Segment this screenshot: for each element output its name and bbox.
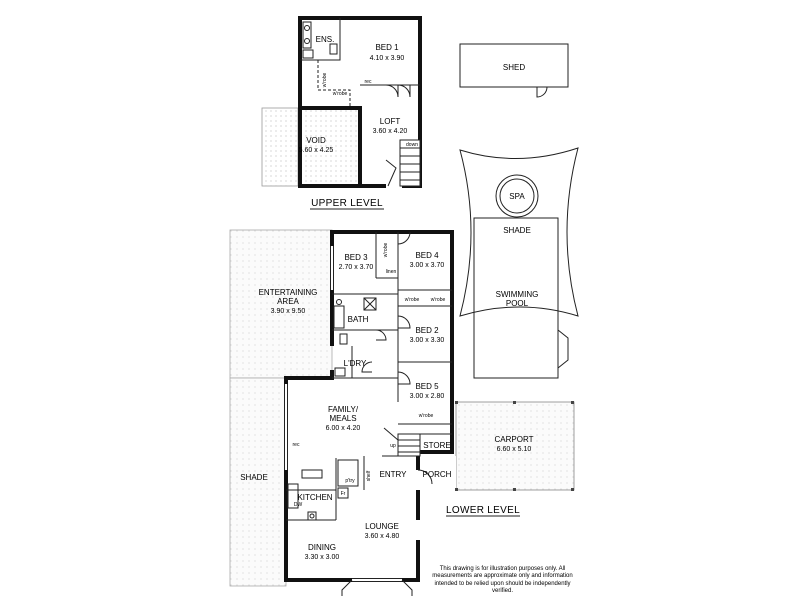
disclaimer: This drawing is for illustration purpose… <box>432 566 573 594</box>
linen-label: linen <box>386 269 397 275</box>
shade-left-area <box>229 377 287 587</box>
bed2-dim: 3.00 x 3.30 <box>410 337 445 344</box>
bed4-label: BED 4 <box>415 251 439 260</box>
ensuite-toilet <box>329 43 338 55</box>
entertaining-label-2: AREA <box>277 297 299 306</box>
bed5-label: BED 5 <box>415 382 439 391</box>
upper-stairs <box>385 139 421 187</box>
shed-outline <box>459 43 569 88</box>
ensuite-vanity <box>302 21 312 49</box>
bed3-label: BED 3 <box>344 253 368 262</box>
entertaining-dim: 3.90 x 9.50 <box>271 308 306 315</box>
ensuite-wall <box>300 18 341 61</box>
ens-label: ENS. <box>316 35 335 44</box>
shelf-label: shelf <box>366 470 372 481</box>
pool-outline <box>473 217 559 379</box>
ptry-label: p'try <box>345 478 355 484</box>
bed3-dim: 2.70 x 3.70 <box>339 264 374 271</box>
void-area-2 <box>298 108 360 186</box>
bed1-dim: 4.10 x 3.90 <box>370 55 405 62</box>
up-label: up <box>390 443 396 449</box>
carport-posts <box>455 401 574 491</box>
fr-label: Fr <box>341 491 346 497</box>
upper-void-wall <box>298 108 360 188</box>
wrobe-label-upper-2: w'robe <box>333 91 348 97</box>
family-dim: 6.00 x 4.20 <box>326 425 361 432</box>
bed4-dim: 3.00 x 3.70 <box>410 262 445 269</box>
down-label: down <box>406 142 418 148</box>
upper-level-title: UPPER LEVEL <box>311 198 383 209</box>
lower-outer-wall <box>284 230 454 582</box>
lounge-dim: 3.60 x 4.80 <box>365 533 400 540</box>
carport-dim: 6.60 x 5.10 <box>497 446 532 453</box>
pool-area: SPA SHADE SWIMMING POOL <box>459 147 579 379</box>
robe-wall <box>317 60 351 108</box>
entertaining-label-1: ENTERTAINING <box>259 288 318 297</box>
lower-doors <box>361 231 433 485</box>
porch-label: PORCH <box>423 470 452 479</box>
loft-label: LOFT <box>380 117 401 126</box>
ensuite-basin-1 <box>304 25 310 31</box>
ensuite-shower <box>302 49 314 59</box>
wrobe-label-bed2: w'robe <box>431 297 446 303</box>
void-label: VOID <box>306 136 326 145</box>
bed5-dim: 3.00 x 2.80 <box>410 393 445 400</box>
ldry-label: L'DRY <box>344 359 367 368</box>
shed-label: SHED <box>503 63 525 72</box>
kitchen-fixtures <box>287 459 359 521</box>
bed2-label: BED 2 <box>415 326 439 335</box>
store-label: STORE <box>423 441 450 450</box>
pool-label-1: SWIMMING <box>496 290 539 299</box>
void-dim: 5.60 x 4.25 <box>299 147 334 154</box>
wrobe-label-bed4: w'robe <box>405 297 420 303</box>
bed1-door <box>385 84 411 98</box>
void-area <box>261 107 299 187</box>
wrobe-label-bed3: w'robe <box>383 242 389 257</box>
shade-sail <box>459 147 579 317</box>
shed-door <box>536 86 548 98</box>
entry-label: ENTRY <box>380 470 408 479</box>
family-label-1: FAMILY/ <box>328 405 359 414</box>
bath-fixtures <box>333 297 377 377</box>
bed1-label: BED 1 <box>375 43 399 52</box>
rec-label-upper: rec <box>365 79 372 85</box>
upper-level: ENS. BED 1 4.10 x 3.90 LOFT 3.60 x 4.20 … <box>261 16 422 210</box>
shade-left-label: SHADE <box>240 473 268 482</box>
dw-label: DW <box>294 502 303 508</box>
shed: SHED <box>459 43 569 98</box>
entertaining-area <box>229 229 333 379</box>
spa-outline <box>495 174 539 218</box>
lower-windows <box>284 246 413 596</box>
carport-label: CARPORT <box>495 435 534 444</box>
pool-shade-label: SHADE <box>503 226 531 235</box>
dining-dim: 3.30 x 3.00 <box>305 554 340 561</box>
spa-label: SPA <box>509 192 525 201</box>
lower-level: ENTERTAINING AREA 3.90 x 9.50 BED 3 2.70… <box>229 229 575 596</box>
lower-stairs <box>383 427 421 457</box>
spa-inner <box>499 178 535 214</box>
bath-label: BATH <box>348 315 369 324</box>
ensuite-basin-2 <box>304 38 310 44</box>
lower-level-title: LOWER LEVEL <box>446 505 520 516</box>
carport-area <box>455 401 575 491</box>
lounge-label: LOUNGE <box>365 522 399 531</box>
kitchen-label: KITCHEN <box>297 493 332 502</box>
loft-dim: 3.60 x 4.20 <box>373 128 408 135</box>
dining-label: DINING <box>308 543 336 552</box>
wrobe-label-bed5: w'robe <box>419 413 434 419</box>
pool-step <box>557 329 569 369</box>
family-label-2: MEALS <box>329 414 356 423</box>
porch-area <box>418 456 456 490</box>
wrobe-label-upper-1: w'robe <box>322 72 328 87</box>
rec-label-lower: rec <box>293 442 300 448</box>
pool-label-2: POOL <box>506 299 529 308</box>
